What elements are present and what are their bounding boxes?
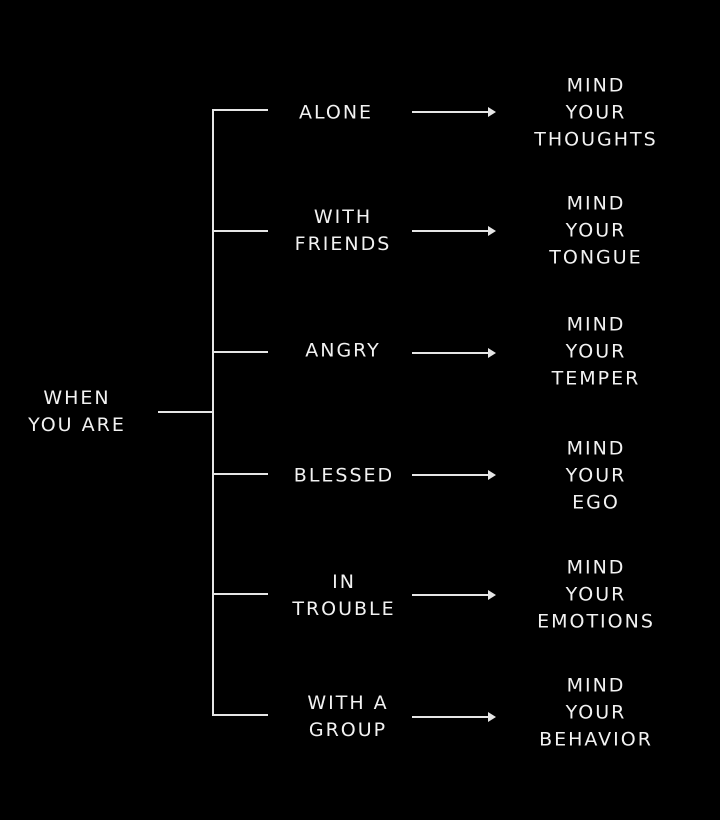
result-label: MIND YOUR EGO <box>565 437 627 514</box>
arrow-head-icon <box>488 470 496 480</box>
arrow-head-icon <box>488 348 496 358</box>
condition-label: ALONE <box>298 101 374 124</box>
bracket-vertical <box>212 109 214 716</box>
condition-label: IN TROUBLE <box>292 571 396 620</box>
condition-label: WITH FRIENDS <box>294 206 392 255</box>
branch-connector <box>212 593 268 595</box>
arrow-head-icon <box>488 107 496 117</box>
result-label: MIND YOUR TEMPER <box>551 313 641 390</box>
branch-connector <box>212 351 268 353</box>
result-label: MIND YOUR BEHAVIOR <box>539 674 653 751</box>
branch-connector <box>212 109 268 111</box>
condition-label: BLESSED <box>293 464 395 487</box>
arrow <box>412 712 496 722</box>
arrow-head-icon <box>488 590 496 600</box>
arrow-head-icon <box>488 712 496 722</box>
branch-connector <box>212 230 268 232</box>
branch-connector <box>212 714 268 716</box>
arrow <box>412 107 496 117</box>
arrow <box>412 348 496 358</box>
root-connector <box>158 411 214 413</box>
root-label: WHEN YOU ARE <box>28 387 126 436</box>
arrow <box>412 590 496 600</box>
result-label: MIND YOUR THOUGHTS <box>534 74 658 151</box>
condition-label: WITH A GROUP <box>307 692 389 741</box>
condition-label: ANGRY <box>305 339 381 362</box>
result-label: MIND YOUR TONGUE <box>549 192 643 269</box>
arrow <box>412 470 496 480</box>
arrow-head-icon <box>488 226 496 236</box>
branch-connector <box>212 473 268 475</box>
arrow <box>412 226 496 236</box>
result-label: MIND YOUR EMOTIONS <box>537 556 655 633</box>
